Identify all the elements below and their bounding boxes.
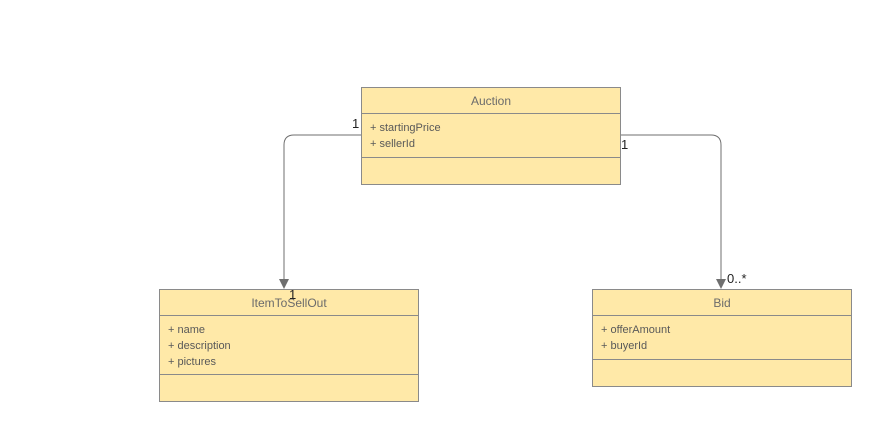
multiplicity-auction-bid-target: 0..* bbox=[727, 271, 747, 286]
class-auction-attribute: + startingPrice bbox=[370, 122, 441, 134]
class-auction-name: Auction bbox=[362, 88, 620, 114]
class-item-attribute: + description bbox=[168, 340, 231, 352]
class-item-name: ItemToSellOut bbox=[160, 290, 418, 316]
class-item-to-sell-out[interactable]: ItemToSellOut + name + description + pic… bbox=[159, 289, 419, 402]
association-auction-item-connector[interactable] bbox=[279, 134, 361, 289]
class-bid-attribute: + offerAmount bbox=[601, 324, 671, 336]
class-item-attribute: + pictures bbox=[168, 356, 216, 368]
multiplicity-auction-item-target: 1 bbox=[289, 287, 297, 302]
class-bid-attributes: + offerAmount + buyerId bbox=[593, 316, 851, 360]
class-auction-attributes: + startingPrice + sellerId bbox=[362, 114, 620, 158]
class-bid-name: Bid bbox=[593, 290, 851, 316]
class-auction[interactable]: Auction + startingPrice + sellerId bbox=[361, 87, 621, 185]
class-item-attribute: + name bbox=[168, 324, 205, 336]
class-item-attributes: + name + description + pictures bbox=[160, 316, 418, 375]
multiplicity-auction-item-source: 1 bbox=[352, 116, 360, 131]
class-auction-attribute: + sellerId bbox=[370, 138, 415, 150]
multiplicity-auction-bid-source: 1 bbox=[621, 137, 629, 152]
association-auction-bid-connector[interactable] bbox=[621, 134, 726, 289]
class-bid[interactable]: Bid + offerAmount + buyerId bbox=[592, 289, 852, 387]
class-bid-attribute: + buyerId bbox=[601, 340, 648, 352]
